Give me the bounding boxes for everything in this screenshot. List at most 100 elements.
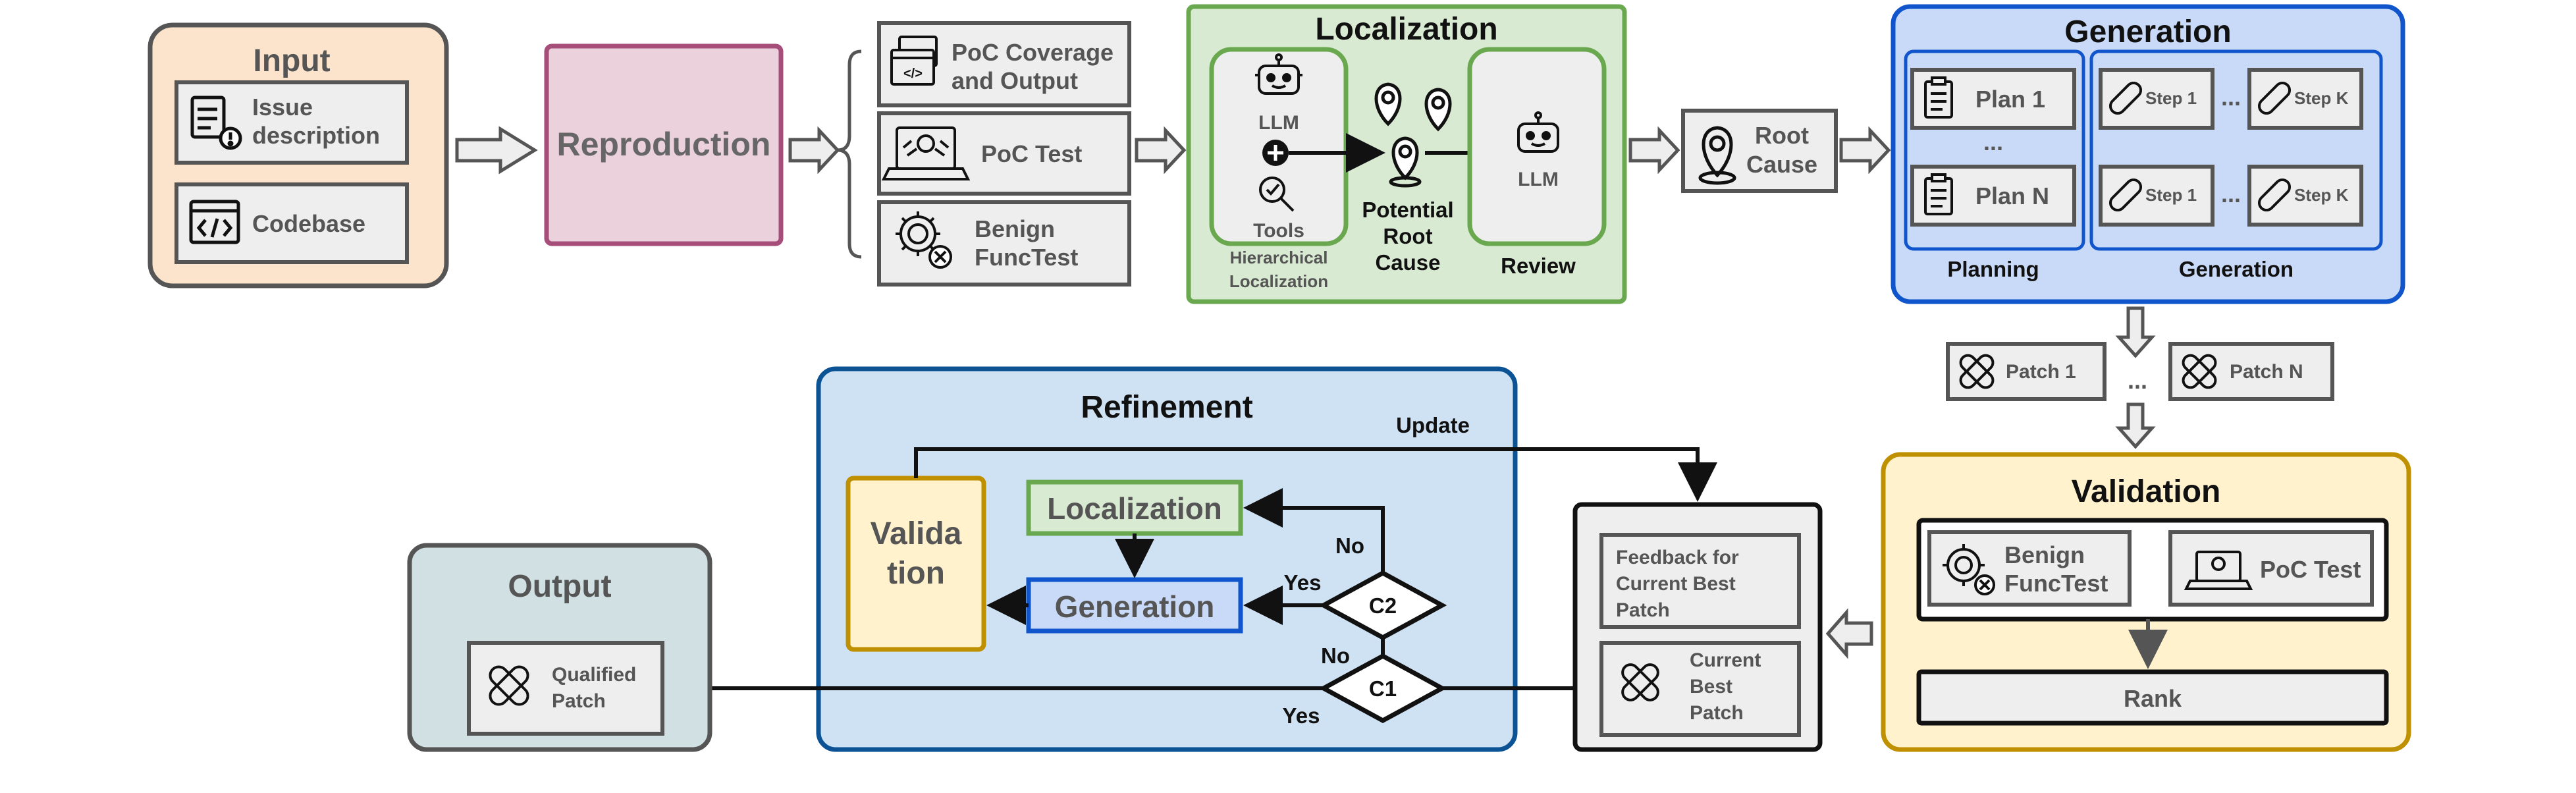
localization-panel: Localization LLM Tools Hierarchical Loca… [1186,4,1627,304]
output-title: Output [508,569,611,604]
flow-arrow-reproduction-poc [788,126,840,175]
document-warning-icon [190,96,242,150]
potential-line2: Root [1383,224,1432,248]
generation-title: Generation [2064,14,2231,49]
issue-line2: description [252,122,380,149]
reproduction-panel: Reproduction [544,43,784,246]
laptop-skull-icon [881,126,971,180]
robot-icon [1255,53,1302,95]
step-1-box-top: Step 1 [2099,68,2214,130]
validation-panel: Validation Benign FuncTest PoC Test [1881,452,2411,752]
bandage-icon [2108,178,2143,212]
code-windows-icon: </> [890,36,938,86]
rank-box: Rank [1916,669,2389,726]
review-llm-label: LLM [1518,169,1559,190]
patch-n-label: Patch N [2230,361,2303,383]
patch-dots: ... [2128,367,2147,394]
poc-brace [837,49,862,259]
poc-test-label: PoC Test [981,140,1082,167]
root-cause-line2: Cause [1746,151,1817,178]
root-cause-box: Root Cause [1681,109,1838,193]
step-dots-bottom: ... [2221,180,2241,207]
crossed-bandage-icon [489,665,529,706]
current-best-line2: Best [1690,676,1732,697]
decision-c2: C2 [1318,570,1447,640]
refinement-localization-label: Localization [1047,491,1222,526]
refinement-generation-label: Generation [1055,589,1215,624]
potential-line3: Cause [1375,250,1440,275]
bandage-icon [2108,81,2143,115]
poc-coverage-line2: and Output [952,67,1078,94]
c1-yes-label: Yes [1283,703,1320,728]
validation-title: Validation [2072,474,2221,509]
input-panel: Input Issue description [148,22,449,288]
location-pin-icon [1698,126,1736,185]
poc-test-box: PoC Test [877,111,1131,196]
benign-line2: FuncTest [975,244,1078,271]
feedback-box: Feedback for Current Best Patch [1599,533,1801,629]
refinement-generation-box: Generation [1026,577,1243,634]
root-cause-line1: Root [1755,122,1809,149]
plan-n-label: Plan N [1975,182,2049,209]
crossed-bandage-icon [2182,354,2217,389]
bandage-icon [2257,81,2292,115]
validation-benign-line1: Benign [2004,541,2085,568]
step-1-top-label: Step 1 [2145,88,2197,108]
current-best-line1: Current [1690,649,1761,671]
bandage-icon [2257,178,2292,212]
update-label: Update [1396,413,1470,437]
refinement-title: Refinement [1081,390,1252,425]
step-dots-top: ... [2221,84,2241,111]
flow-arrow-patches-validation [2115,402,2156,449]
qualified-line1: Qualified [552,664,636,686]
arrow-update-to-feedback [914,447,1717,502]
crossed-bandage-icon [1959,354,1995,389]
validation-poc-label: PoC Test [2260,556,2361,583]
patch-1-box: Patch 1 [1946,342,2106,401]
hier-line1: Hierarchical [1230,248,1328,267]
poc-coverage-box: </> PoC Coverage and Output [877,21,1131,107]
c2-yes-label: Yes [1284,570,1322,595]
svg-text:</>: </> [903,67,923,81]
refinement-localization-box: Localization [1026,479,1243,536]
flow-arrow-validation-feedback [1825,608,1873,659]
c1-no-label: No [1321,643,1350,668]
feedback-panel: Feedback for Current Best Patch Current … [1572,502,1823,752]
step-k-top-label: Step K [2294,88,2349,108]
issue-line1: Issue [252,94,313,121]
codebase-label: Codebase [252,210,365,237]
hier-llm-label: LLM [1258,112,1299,134]
qualified-line2: Patch [552,690,606,712]
benign-functest-box: Benign FuncTest [877,200,1131,287]
benign-line1: Benign [975,215,1055,242]
flow-arrow-poc-localization [1135,126,1187,175]
hier-line2: Localization [1229,271,1328,291]
c2-no-label: No [1335,533,1364,558]
patch-1-label: Patch 1 [2006,361,2076,383]
potential-line1: Potential [1362,198,1453,222]
localization-title: Localization [1315,12,1497,47]
current-best-patch-box: Current Best Patch [1599,641,1801,737]
poc-coverage-line1: PoC Coverage [952,39,1114,66]
validation-benign-box: Benign FuncTest [1927,530,2132,607]
code-window-icon [189,200,240,244]
plus-node-icon [1262,140,1289,166]
feedback-line2: Current Best [1616,573,1736,595]
arrow-c2-no-to-localization [1243,488,1385,573]
step-1-box-bottom: Step 1 [2099,165,2214,227]
flow-arrow-localization-rootcause [1628,126,1680,175]
decision-c1: C1 [1318,653,1447,723]
gear-x-icon [896,211,952,269]
issue-description-box: Issue description [174,80,409,165]
output-panel: Output Qualified Patch [407,543,712,752]
plan-1-box: Plan 1 [1910,68,2076,130]
codebase-box: Codebase [174,182,409,264]
clipboard-icon [1924,76,1953,119]
plan-n-box: Plan N [1910,165,2076,227]
flow-arrow-input-reproduction [455,126,538,175]
step-k-bottom-label: Step K [2294,185,2349,205]
step-1-bottom-label: Step 1 [2145,185,2197,205]
flow-arrow-rootcause-generation [1839,126,1891,175]
location-pins-icon [1374,82,1452,188]
